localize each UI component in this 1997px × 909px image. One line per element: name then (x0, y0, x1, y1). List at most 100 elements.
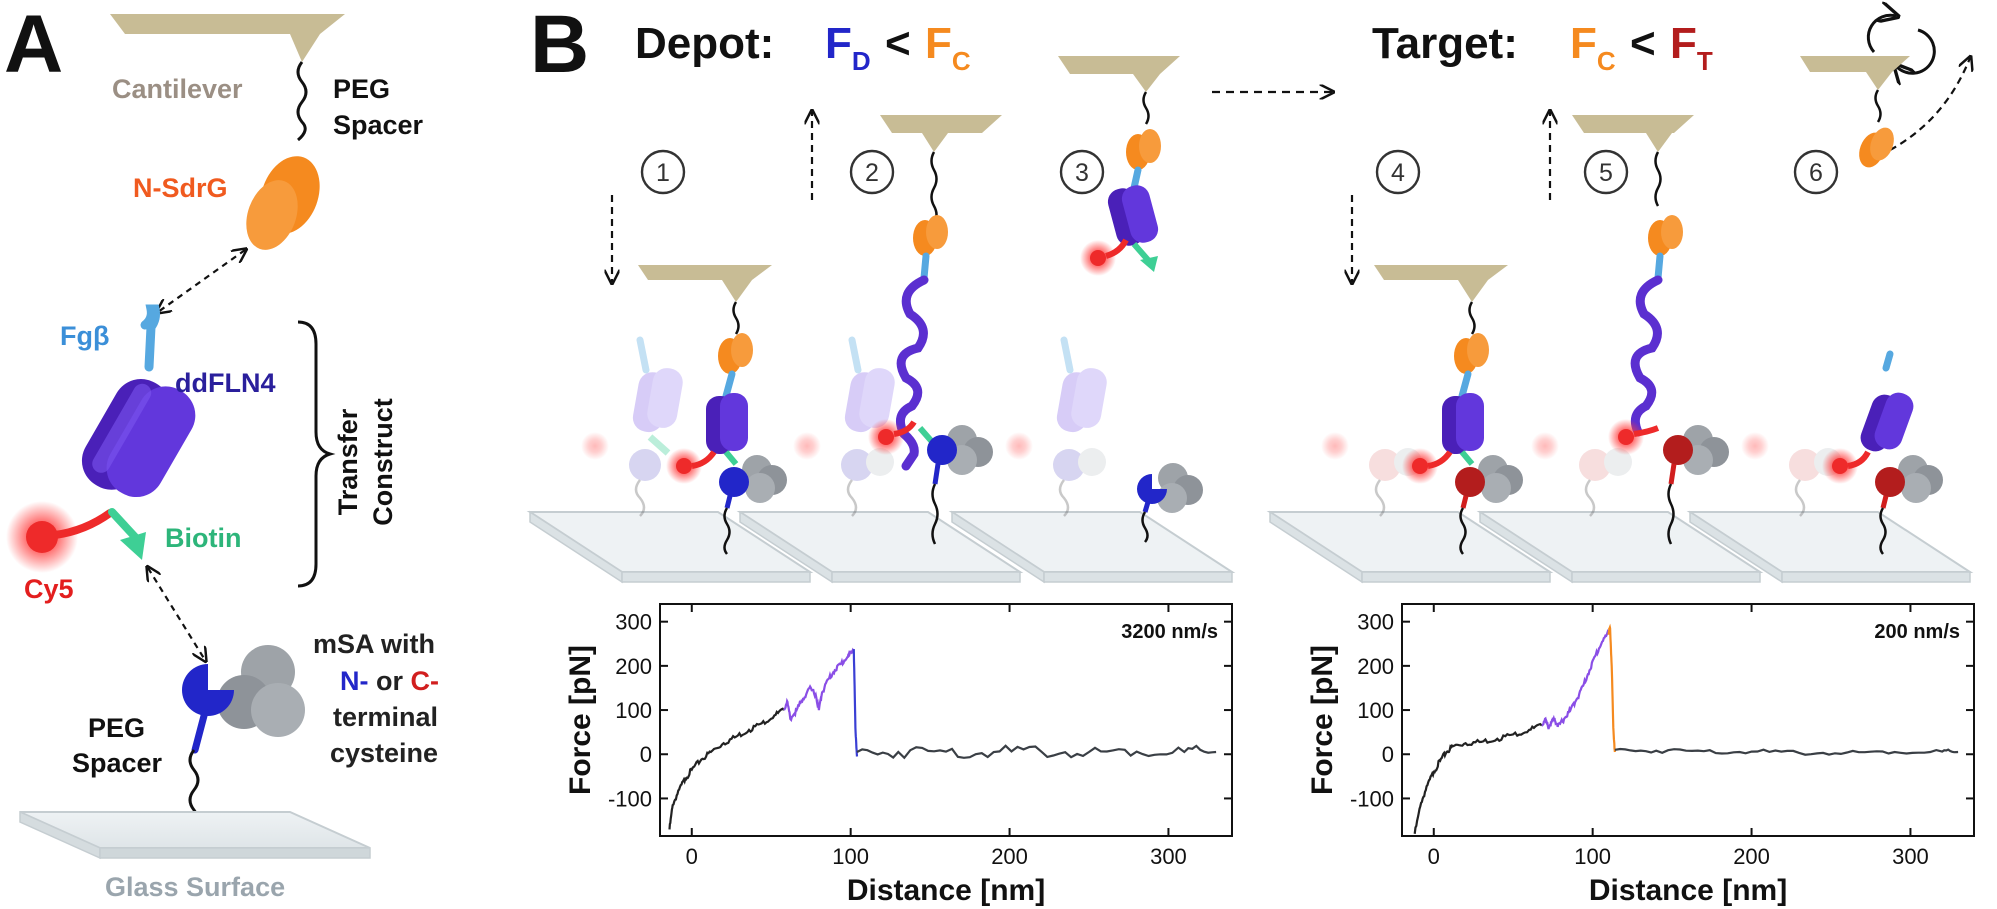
y-tick-label: 0 (1382, 742, 1394, 767)
series-1 (1541, 628, 1610, 730)
svg-text:1: 1 (656, 159, 670, 187)
y-tick-label: 200 (615, 654, 652, 679)
panel-b-header: B Depot: FD < FC Target: FC < FT (530, 0, 1936, 92)
step-3: 3 (1059, 149, 1105, 195)
svg-text:6: 6 (1809, 159, 1823, 187)
peg-spacer-top (296, 61, 308, 142)
x-tick-label: 200 (991, 844, 1028, 869)
series-3 (1614, 747, 1959, 756)
panel-a-label: A (4, 0, 63, 90)
target-label: Target: (1372, 19, 1518, 68)
transfer-label-2: Construct (368, 398, 398, 526)
biotin-linker (108, 508, 140, 542)
step-4-scene (1374, 265, 1523, 555)
depot-lt: < (885, 19, 911, 68)
msa-label-3: terminal (333, 702, 438, 732)
ddfln4-domain (81, 379, 196, 498)
glass-label: Glass Surface (105, 872, 285, 902)
depot-label: Depot: (635, 19, 774, 68)
y-tick-label: -100 (1350, 786, 1394, 811)
panel-a: A Cantilever PEG Spacer N-SdrG Fgβ ddFLN… (4, 0, 439, 902)
transfer-label-1: Transfer (333, 408, 363, 515)
x-tick-label: 200 (1733, 844, 1770, 869)
ddfln4-label: ddFLN4 (175, 368, 276, 398)
msa-linker (191, 708, 209, 754)
y-tick-label: 300 (615, 610, 652, 635)
interaction-arrow-top (158, 250, 245, 312)
recycle-icon (1896, 28, 1936, 73)
cy5-label: Cy5 (24, 574, 74, 604)
cy5-dye (26, 521, 58, 553)
step-4: 4 (1375, 149, 1421, 195)
unfolded-ddfln4-5 (1630, 275, 1663, 437)
interaction-arrow-bottom (148, 568, 205, 660)
x-tick-label: 100 (1574, 844, 1611, 869)
step-6-scene (1800, 56, 1943, 555)
x-axis-label: Distance [nm] (1589, 874, 1787, 907)
msa-n-label: N- (340, 666, 369, 696)
svg-text:5: 5 (1599, 159, 1613, 187)
n-sdrg-label: N-SdrG (133, 173, 228, 203)
depot-fc: FC (925, 19, 971, 76)
target-ft: FT (1670, 19, 1713, 76)
series-1 (783, 647, 855, 723)
msa-or-label: or (369, 666, 411, 696)
panel-b-steps: 1 2 3 4 5 6 (526, 56, 1970, 584)
msa-label-1: mSA with (313, 629, 435, 659)
step-5-scene (1572, 115, 1729, 545)
series-0 (668, 707, 785, 830)
cy5-linker (51, 509, 114, 539)
y-tick-label: 200 (1357, 654, 1394, 679)
y-tick-label: 100 (1357, 698, 1394, 723)
y-tick-label: 100 (615, 698, 652, 723)
fgb-peptide (140, 304, 160, 372)
msa-subunit-blue (182, 664, 234, 716)
cantilever-beam (110, 14, 345, 34)
cantilever-tip (290, 34, 320, 62)
y-tick-label: 0 (640, 742, 652, 767)
biotin-tag (120, 532, 146, 560)
y-axis-label: Force [pN] (564, 645, 597, 795)
step-6: 6 (1793, 149, 1839, 195)
fgb-label: Fgβ (60, 321, 109, 351)
step-2-scene (868, 115, 1002, 545)
y-tick-label: 300 (1357, 610, 1394, 635)
series-0 (1413, 722, 1543, 834)
cantilever-label: Cantilever (112, 74, 243, 104)
x-tick-label: 0 (1428, 844, 1440, 869)
x-tick-label: 300 (1150, 844, 1187, 869)
target-fc: FC (1570, 19, 1616, 76)
release-arrow-6 (1889, 58, 1970, 151)
speed-annotation: 3200 nm/s (1121, 621, 1218, 643)
step-1: 1 (640, 149, 686, 195)
step-3-scene (1058, 56, 1203, 543)
plot-frame (659, 603, 1233, 837)
y-axis-label: Force [pN] (1306, 645, 1339, 795)
series-3 (856, 744, 1217, 760)
sdrg-domain-2 (246, 180, 298, 250)
msa-subunit-gray-3 (251, 683, 305, 737)
svg-text:3: 3 (1075, 159, 1089, 187)
msa-label-4: cysteine (330, 738, 438, 768)
msa-c-label: C- (411, 666, 440, 696)
series-2 (852, 649, 859, 757)
transfer-brace (297, 320, 336, 588)
svg-text:4: 4 (1391, 159, 1405, 187)
x-axis-label: Distance [nm] (847, 874, 1045, 907)
x-tick-label: 100 (832, 844, 869, 869)
series-2 (1607, 623, 1616, 753)
peg-bottom-label-1: PEG (88, 713, 145, 743)
msa-label-2: N- or C- (340, 666, 439, 696)
target-lt: < (1630, 19, 1656, 68)
step-2: 2 (849, 149, 895, 195)
depot-fd: FD (825, 19, 871, 76)
plot-frame (1401, 603, 1975, 837)
panel-b-label: B (530, 0, 589, 90)
peg-top-label-1: PEG (333, 74, 390, 104)
peg-bottom-label-2: Spacer (72, 748, 163, 778)
peg-top-label-2: Spacer (333, 110, 424, 140)
step-5: 5 (1583, 149, 1629, 195)
